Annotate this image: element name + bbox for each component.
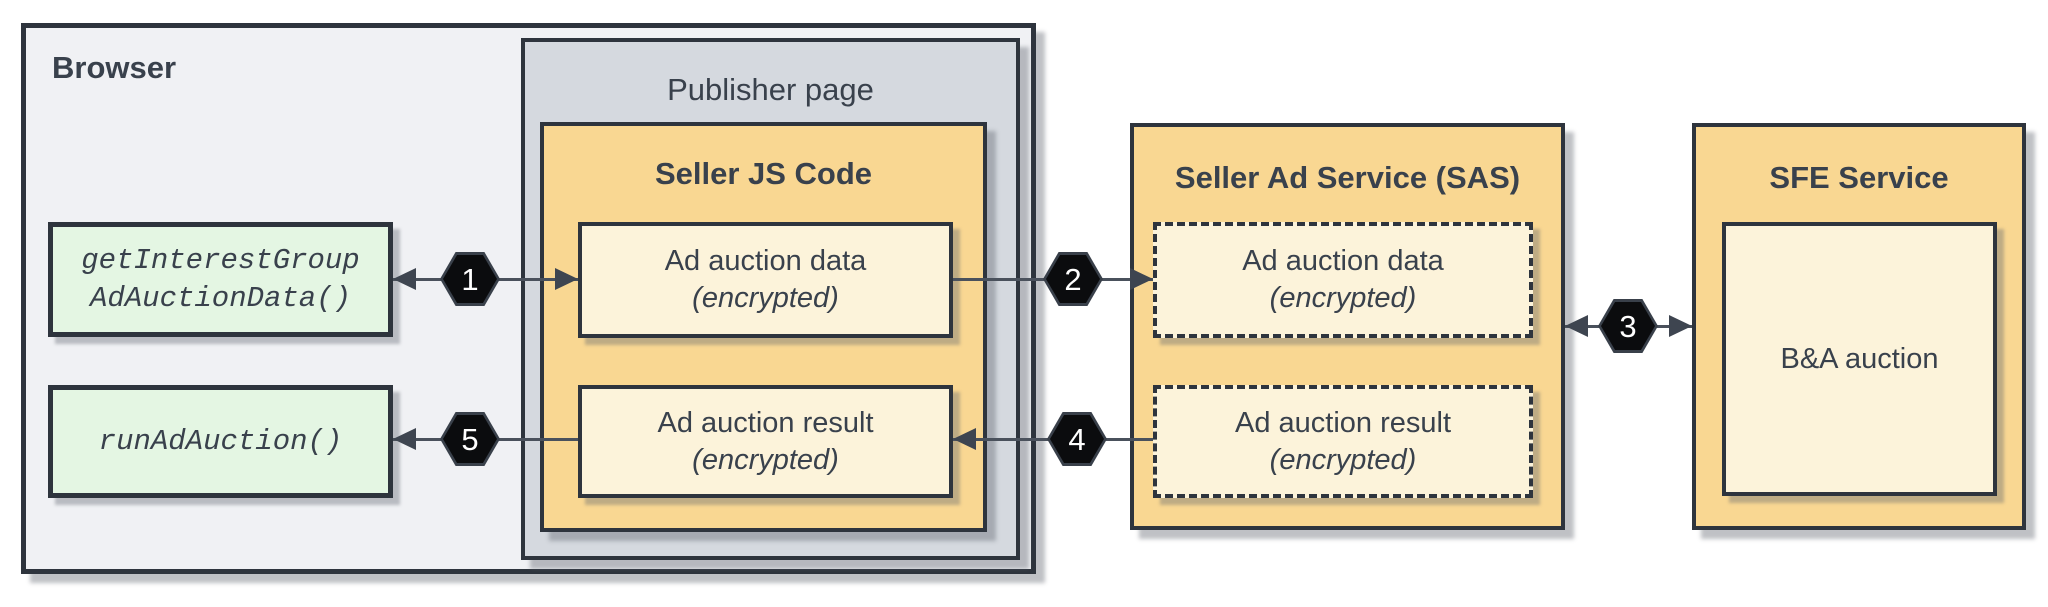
js-ad-auction-data-label: Ad auction data <box>664 245 867 277</box>
arrowhead-left-step4-icon <box>953 428 976 450</box>
arrowhead-right-step1-icon <box>555 268 578 290</box>
js-ad-auction-data-encrypted-label: (encrypted) <box>692 282 839 314</box>
arrowhead-right-step2-icon <box>1130 268 1153 290</box>
step-1-number: 1 <box>461 261 479 297</box>
sas-ad-auction-result-box: Ad auction result (encrypted) <box>1153 385 1533 498</box>
arrowhead-left-step3-icon <box>1565 315 1588 337</box>
step-2-number: 2 <box>1064 261 1082 297</box>
step-3-number: 3 <box>1619 308 1637 344</box>
js-ad-auction-result-label: Ad auction result <box>657 406 874 439</box>
run-ad-auction-label: runAdAuction() <box>98 424 343 458</box>
sas-ad-auction-data-box: Ad auction data (encrypted) <box>1153 222 1533 338</box>
step-5-number: 5 <box>461 421 479 457</box>
sas-ad-auction-data-encrypted-label: (encrypted) <box>1269 282 1417 314</box>
arrowhead-left-step1-icon <box>393 268 416 290</box>
publisher-page-label: Publisher page <box>667 72 874 107</box>
sas-ad-auction-data-label: Ad auction data <box>1242 245 1444 277</box>
step-4-number: 4 <box>1068 421 1086 457</box>
get-interest-group-line2: AdAuctionData() <box>89 281 352 315</box>
seller-js-code-title: Seller JS Code <box>654 156 873 191</box>
run-ad-auction-box: runAdAuction() <box>48 385 393 498</box>
ba-auction-label: B&A auction <box>1780 342 1939 375</box>
js-ad-auction-result-encrypted-label: (encrypted) <box>692 443 839 476</box>
arrowhead-right-step3-icon <box>1669 315 1692 337</box>
js-ad-auction-data-box: Ad auction data (encrypted) <box>578 222 953 338</box>
sfe-service-title: SFE Service <box>1769 160 1949 195</box>
sas-ad-auction-result-label: Ad auction result <box>1234 406 1451 439</box>
sas-ad-auction-result-encrypted-label: (encrypted) <box>1269 443 1417 476</box>
js-ad-auction-result-box: Ad auction result (encrypted) <box>578 385 953 498</box>
seller-ad-service-title: Seller Ad Service (SAS) <box>1174 160 1521 195</box>
step-3-badge: 3 <box>1598 299 1658 353</box>
step-4-badge: 4 <box>1047 412 1107 466</box>
step-2-badge: 2 <box>1043 252 1103 306</box>
get-interest-group-ad-auction-data-box: getInterestGroup AdAuctionData() <box>48 222 393 337</box>
get-interest-group-line1: getInterestGroup <box>81 243 360 277</box>
browser-label: Browser <box>52 50 177 85</box>
ba-auction-box: B&A auction <box>1722 222 1997 496</box>
arrowhead-left-step5-icon <box>393 428 416 450</box>
